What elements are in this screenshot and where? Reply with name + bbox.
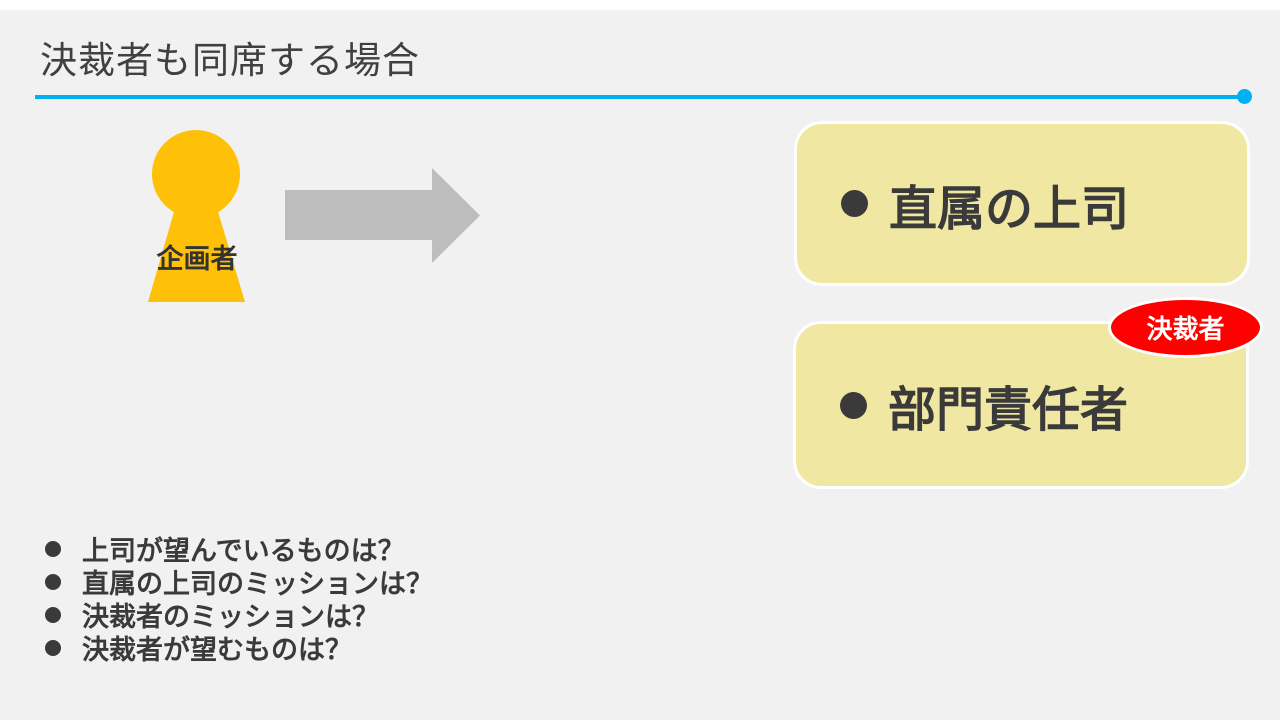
bullet-icon [45, 606, 61, 623]
title-underline-end-dot [1237, 89, 1252, 104]
list-item: 上司が望んでいるものは？ [45, 532, 433, 566]
question-text: 決裁者のミッションは？ [82, 602, 379, 632]
list-item: 決裁者のミッションは？ [45, 598, 433, 632]
right-arrow-icon [285, 168, 480, 263]
slide-title: 決裁者も同席する場合 [40, 40, 420, 81]
top-white-strip [0, 0, 1280, 10]
decision-maker-badge-label: 決裁者 [1146, 314, 1225, 344]
bullet-icon [840, 391, 867, 419]
title-underline [35, 95, 1238, 99]
bullet-icon [45, 639, 61, 656]
question-text: 直属の上司のミッションは？ [82, 569, 433, 599]
planner-label: 企画者 [156, 244, 238, 274]
bullet-icon [841, 190, 868, 217]
list-item: 直属の上司のミッションは？ [45, 565, 433, 599]
bullet-icon [45, 540, 61, 557]
list-item: 決裁者が望むものは？ [45, 631, 433, 665]
question-text: 上司が望んでいるものは？ [82, 536, 405, 566]
person-icon [148, 130, 245, 302]
box-department-head-label: 部門責任者 [888, 384, 1129, 437]
box-direct-supervisor: 直属の上司 [794, 121, 1250, 286]
decision-maker-badge: 決裁者 [1108, 297, 1263, 358]
box-direct-supervisor-label: 直属の上司 [889, 182, 1130, 236]
questions-list: 上司が望んでいるものは？ 直属の上司のミッションは？ 決裁者のミッションは？ 決… [45, 532, 433, 665]
bullet-icon [45, 573, 61, 590]
question-text: 決裁者が望むものは？ [82, 635, 352, 665]
